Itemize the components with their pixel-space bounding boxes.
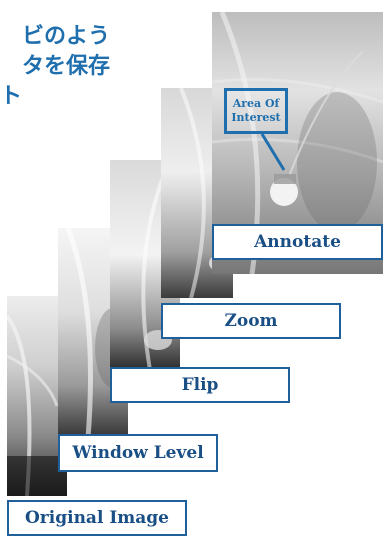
roi-annotation-box[interactable]: Area Of Interest xyxy=(224,88,288,134)
label-zoom: Zoom xyxy=(161,303,341,339)
roi-label-line-1: Area Of xyxy=(233,97,280,111)
heading-line-3: ト xyxy=(0,82,110,112)
label-original-image: Original Image xyxy=(7,500,187,536)
label-flip: Flip xyxy=(110,367,290,403)
heading-line-1: ビのよう xyxy=(0,22,110,52)
label-annotate: Annotate xyxy=(212,224,383,260)
heading-line-2: タを保存 xyxy=(0,52,110,82)
roi-label-line-2: Interest xyxy=(231,111,280,125)
label-window-level: Window Level xyxy=(58,434,218,472)
page-heading: ビのよう タを保存 ト xyxy=(0,22,110,112)
